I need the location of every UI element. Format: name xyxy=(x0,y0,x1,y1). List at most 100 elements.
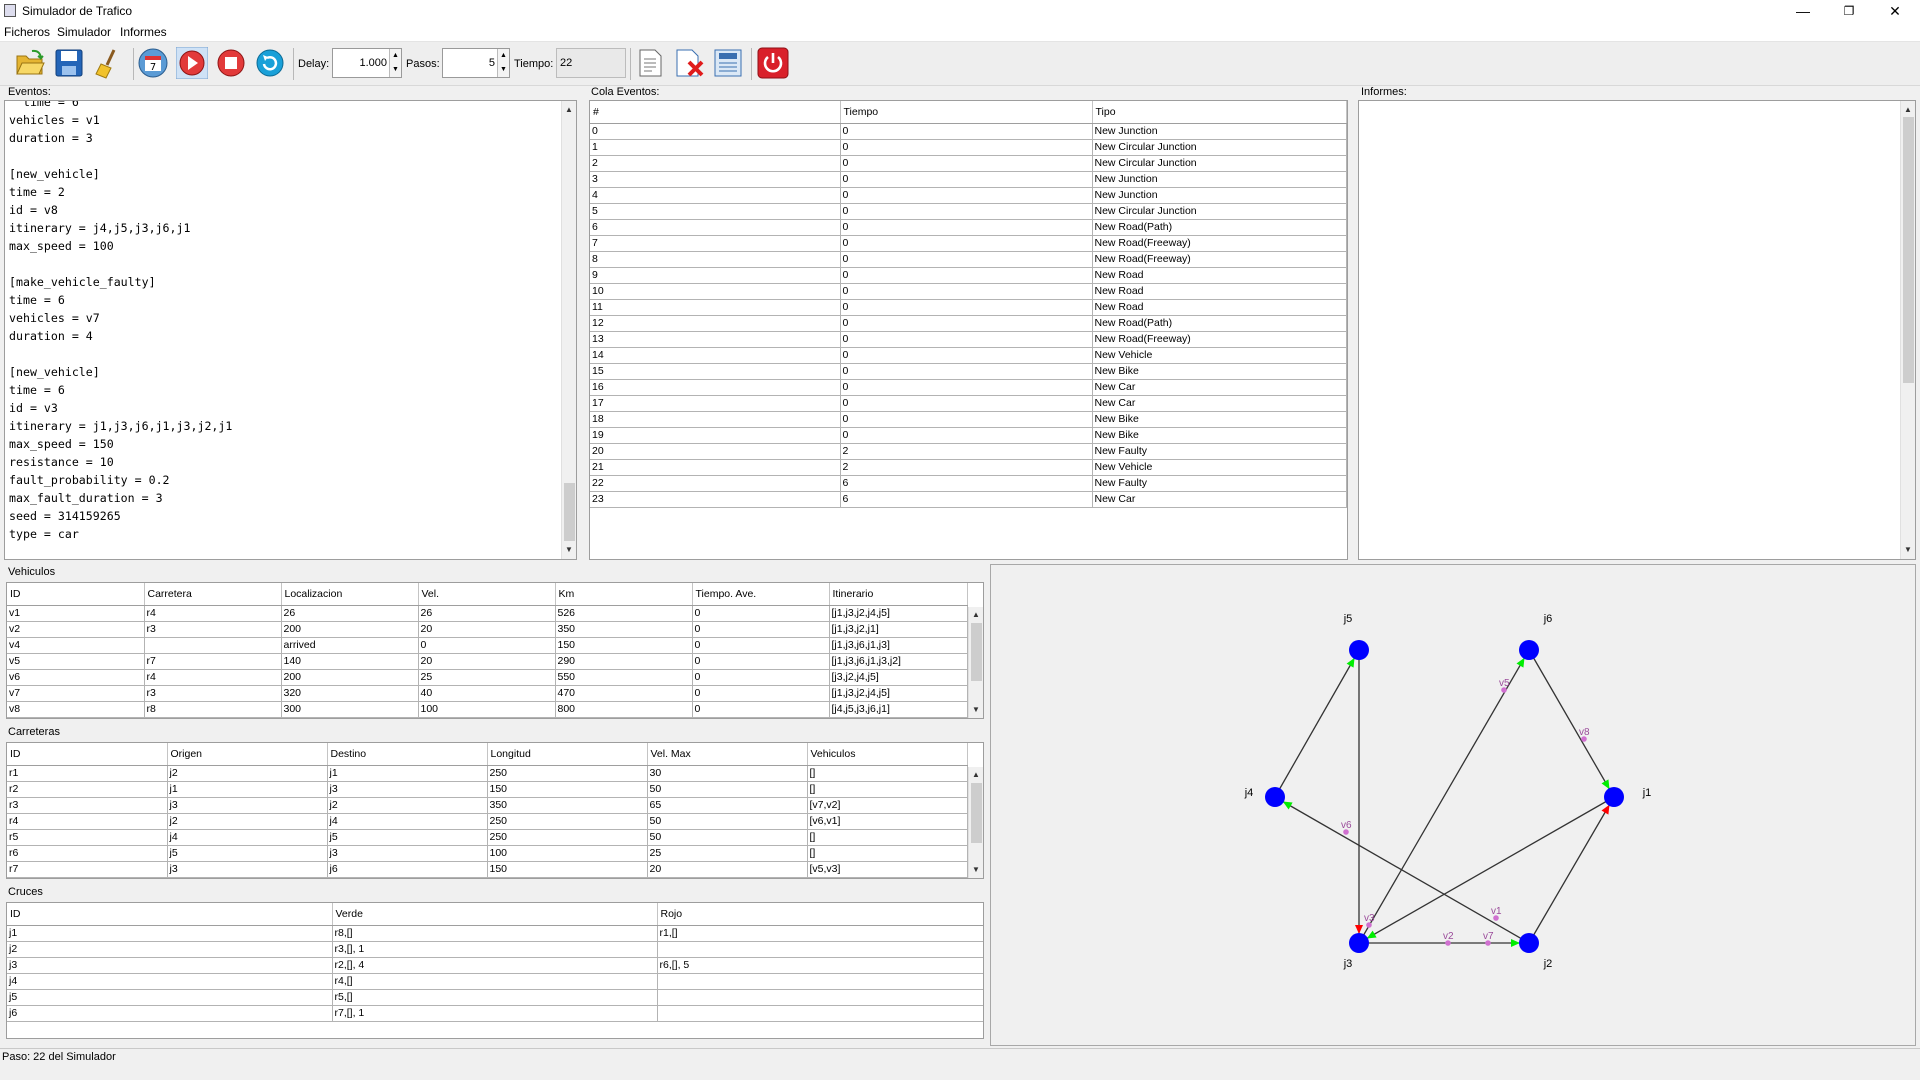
table-cell[interactable]: New Road xyxy=(1092,267,1347,284)
table-cell[interactable]: New Road xyxy=(1092,299,1347,316)
reports-textarea[interactable]: ▲ ▼ xyxy=(1358,100,1916,560)
table-cell[interactable]: j4 xyxy=(327,813,488,830)
table-cell[interactable]: j2 xyxy=(167,765,328,782)
table-cell[interactable]: New Vehicle xyxy=(1092,347,1347,364)
table-cell[interactable]: 6 xyxy=(840,491,1093,508)
table-cell[interactable]: j4 xyxy=(167,829,328,846)
queue-column-header[interactable]: Tipo xyxy=(1092,101,1347,124)
table-cell[interactable]: 6 xyxy=(840,475,1093,492)
table-cell[interactable]: r7,[], 1 xyxy=(332,1005,658,1022)
table-cell[interactable]: 17 xyxy=(590,395,841,412)
table-cell[interactable]: 0 xyxy=(840,299,1093,316)
table-cell[interactable]: r6 xyxy=(7,845,168,862)
table-cell[interactable]: r3 xyxy=(144,685,282,702)
table-cell[interactable]: New Car xyxy=(1092,491,1347,508)
table-cell[interactable]: 290 xyxy=(555,653,693,670)
table-cell[interactable]: 15 xyxy=(590,363,841,380)
chevron-down-icon[interactable]: ▼ xyxy=(389,63,401,77)
chevron-up-icon[interactable]: ▲ xyxy=(972,610,980,619)
table-cell[interactable]: j3 xyxy=(327,845,488,862)
table-cell[interactable]: 0 xyxy=(840,427,1093,444)
table-cell[interactable]: 0 xyxy=(692,637,830,654)
table-cell[interactable]: 800 xyxy=(555,701,693,718)
chevron-down-icon[interactable]: ▼ xyxy=(1904,545,1912,554)
table-cell[interactable]: 25 xyxy=(418,669,556,686)
table-cell[interactable]: [v7,v2] xyxy=(807,797,968,814)
table-cell[interactable]: 200 xyxy=(281,669,419,686)
table-cell[interactable]: 0 xyxy=(840,411,1093,428)
table-cell[interactable]: [] xyxy=(807,845,968,862)
roads-scrollbar[interactable]: ▲ ▼ xyxy=(968,767,983,878)
menu-simulador[interactable]: Simulador xyxy=(57,25,112,39)
table-cell[interactable]: New Road(Path) xyxy=(1092,315,1347,332)
table-cell[interactable]: New Bike xyxy=(1092,363,1347,380)
roads-column-header[interactable]: Longitud xyxy=(487,743,648,766)
table-cell[interactable]: New Road(Path) xyxy=(1092,219,1347,236)
table-cell[interactable]: v8 xyxy=(7,701,145,718)
table-cell[interactable]: j1 xyxy=(7,925,333,942)
table-cell[interactable]: 0 xyxy=(840,235,1093,252)
table-cell[interactable]: 0 xyxy=(692,653,830,670)
table-cell[interactable]: 0 xyxy=(840,267,1093,284)
table-cell[interactable]: New Faulty xyxy=(1092,475,1347,492)
table-cell[interactable]: New Junction xyxy=(1092,123,1347,140)
table-cell[interactable]: r3,[], 1 xyxy=(332,941,658,958)
table-cell[interactable]: 0 xyxy=(840,251,1093,268)
table-cell[interactable]: [] xyxy=(807,765,968,782)
table-cell[interactable]: r3 xyxy=(144,621,282,638)
table-cell[interactable]: j1 xyxy=(167,781,328,798)
table-cell[interactable]: j1 xyxy=(327,765,488,782)
table-cell[interactable]: 5 xyxy=(590,203,841,220)
delay-value[interactable]: 1.000 xyxy=(359,57,387,69)
table-cell[interactable]: 25 xyxy=(647,845,808,862)
table-cell[interactable]: r3 xyxy=(7,797,168,814)
scroll-thumb[interactable] xyxy=(971,783,982,843)
table-cell[interactable]: j5 xyxy=(327,829,488,846)
reports-scrollbar[interactable]: ▲ ▼ xyxy=(1900,101,1915,559)
events-editor[interactable]: time = 6 vehicles = v1 duration = 3 [new… xyxy=(4,100,577,560)
table-cell[interactable]: 8 xyxy=(590,251,841,268)
table-cell[interactable]: v2 xyxy=(7,621,145,638)
table-cell[interactable]: 0 xyxy=(692,669,830,686)
table-cell[interactable]: 0 xyxy=(840,315,1093,332)
table-cell[interactable]: 6 xyxy=(590,219,841,236)
table-cell[interactable]: 20 xyxy=(590,443,841,460)
minimize-button[interactable]: — xyxy=(1796,3,1810,19)
table-cell[interactable]: 0 xyxy=(840,171,1093,188)
table-cell[interactable]: j4 xyxy=(7,973,333,990)
save-report-icon[interactable] xyxy=(712,47,744,79)
table-cell[interactable]: r6,[], 5 xyxy=(657,957,983,974)
table-cell[interactable]: [j1,j3,j2,j4,j5] xyxy=(829,605,968,622)
table-cell[interactable]: [] xyxy=(807,781,968,798)
table-cell[interactable]: r8,[] xyxy=(332,925,658,942)
table-cell[interactable]: 19 xyxy=(590,427,841,444)
table-cell[interactable]: j6 xyxy=(7,1005,333,1022)
table-cell[interactable]: 320 xyxy=(281,685,419,702)
table-cell[interactable]: j5 xyxy=(7,989,333,1006)
pasos-value[interactable]: 5 xyxy=(488,57,495,69)
table-cell[interactable]: 0 xyxy=(840,155,1093,172)
table-cell[interactable]: 140 xyxy=(281,653,419,670)
table-cell[interactable] xyxy=(657,973,983,990)
table-cell[interactable]: 526 xyxy=(555,605,693,622)
table-cell[interactable]: 20 xyxy=(418,621,556,638)
table-cell[interactable]: 250 xyxy=(487,765,648,782)
table-cell[interactable]: j2 xyxy=(7,941,333,958)
vehicles-column-header[interactable]: Carretera xyxy=(144,583,282,606)
chevron-up-icon[interactable]: ▲ xyxy=(389,49,401,63)
scroll-thumb[interactable] xyxy=(971,623,982,681)
table-cell[interactable]: 0 xyxy=(840,347,1093,364)
